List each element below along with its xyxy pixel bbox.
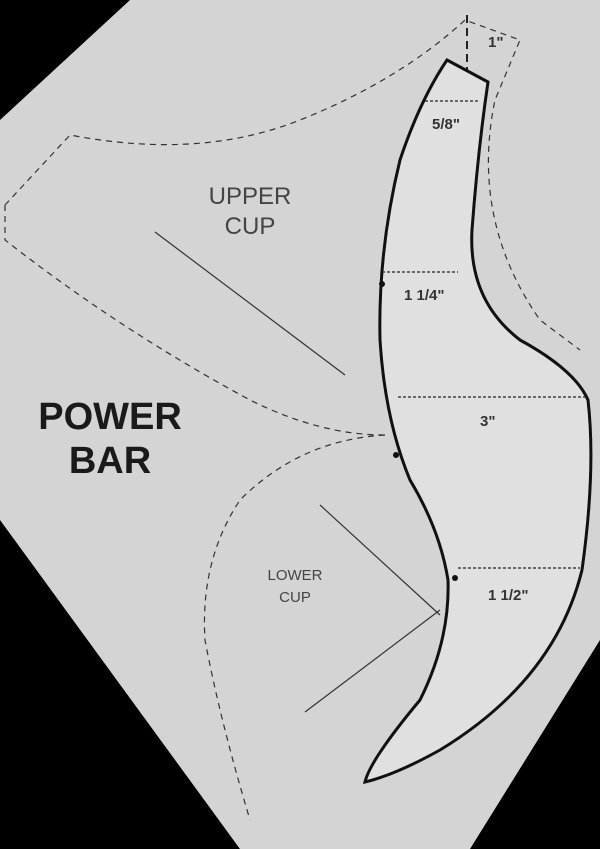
lower-cup-grainline-1 [319,504,441,616]
lower-cup-line-2: CUP [279,589,311,606]
lower-cup-outline [203,434,386,821]
upper-cup-line-1: UPPER [208,183,292,210]
upper-cup-outline [4,19,581,351]
upper-cup-label: UPPER CUP [200,182,300,242]
power-bar-title: POWER BAR [20,395,200,483]
title-line-2: BAR [68,440,152,482]
power-bar-piece [363,58,593,785]
upper-cup-lower-edge [4,205,386,436]
measure-3: 3" [480,413,496,430]
title-line-1: POWER [38,396,182,438]
upper-cup-grainline [154,231,346,376]
measure-1-1-4: 1 1/4" [404,287,445,304]
measure-5-8: 5/8" [432,116,460,133]
upper-cup-line-2: CUP [224,213,276,240]
lower-cup-grainline-2 [304,609,441,713]
measurement-arrows [382,100,588,569]
lower-cup-label: LOWER CUP [255,565,335,609]
measure-1-1-2: 1 1/2" [488,587,529,604]
lower-cup-line-1: LOWER [267,567,323,584]
measure-top: 1" [488,34,504,51]
